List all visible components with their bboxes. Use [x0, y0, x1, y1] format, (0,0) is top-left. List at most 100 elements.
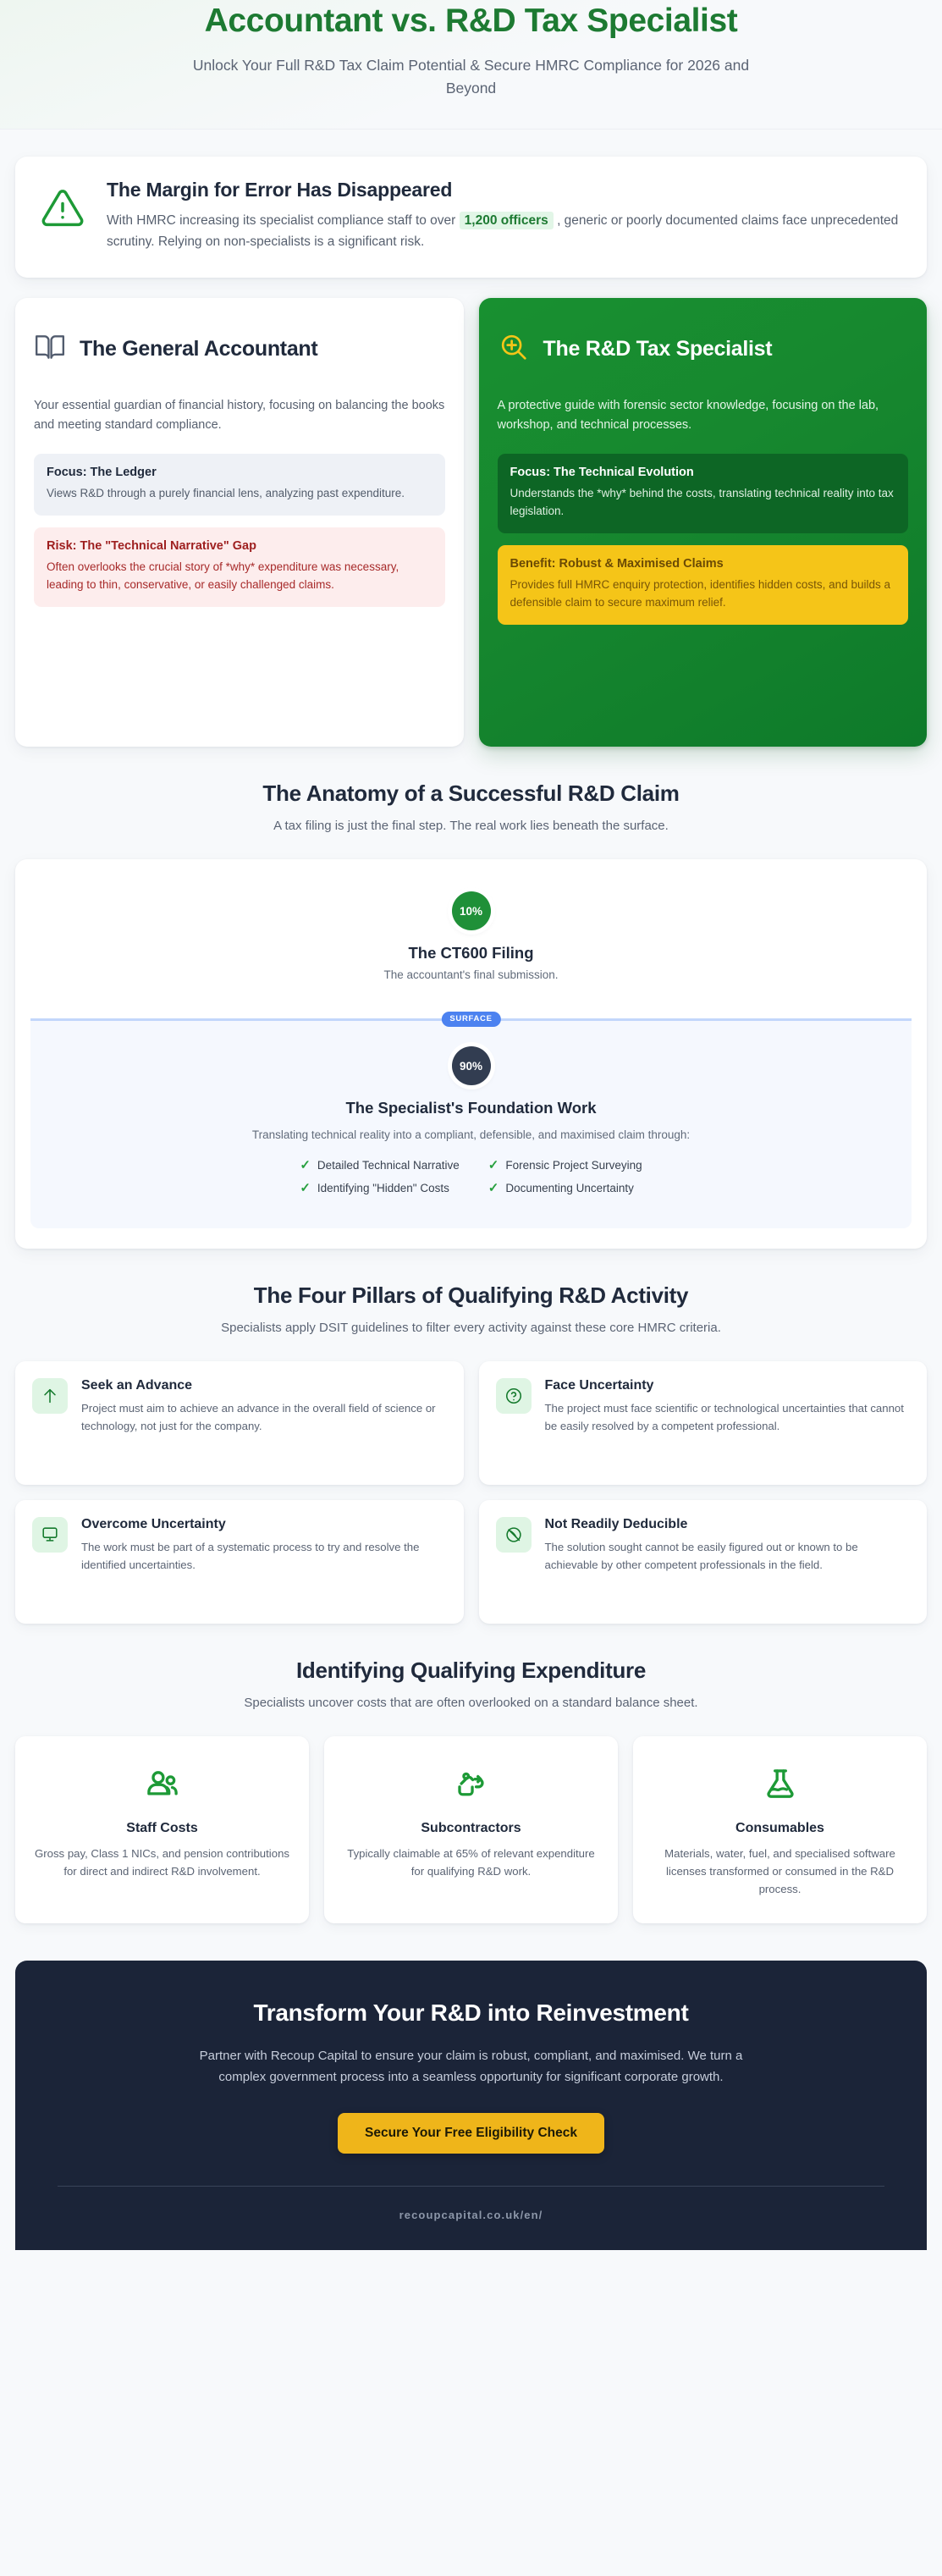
accountant-focus-title: Focus: The Ledger [47, 466, 157, 479]
question-circle-icon [495, 1378, 532, 1414]
pillar-title: Face Uncertainty [544, 1378, 654, 1393]
cta-text: Partner with Recoup Capital to ensure yo… [199, 2049, 743, 2084]
handshake-contract-icon [343, 1765, 599, 1804]
anatomy-section: The Anatomy of a Successful R&D Claim A … [0, 747, 942, 1249]
expenditure-card-title: Consumables [735, 1821, 824, 1835]
expenditure-section: Identifying Qualifying Expenditure Speci… [0, 1624, 942, 1923]
pillar-title: Overcome Uncertainty [81, 1517, 226, 1531]
anatomy-section-header: The Anatomy of a Successful R&D Claim A … [0, 747, 942, 841]
pillar-face-uncertainty: Face Uncertainty The project must face s… [478, 1361, 927, 1485]
accountant-risk-text: Often overlooks the crucial story of *wh… [47, 560, 399, 591]
pillar-text: Not Readily Deducible The solution sough… [545, 1517, 909, 1574]
pillar-text: Face Uncertainty The project must face s… [545, 1378, 909, 1435]
pillar-seek-an-advance: Seek an Advance Project must aim to achi… [15, 1361, 464, 1485]
expenditure-heading: Identifying Qualifying Expenditure [295, 1658, 647, 1683]
expenditure-card-consumables: Consumables Materials, water, fuel, and … [633, 1736, 927, 1923]
check-label: Identifying "Hidden" Costs [317, 1182, 449, 1194]
page-subtitle: Unlock Your Full R&D Tax Claim Potential… [192, 57, 750, 97]
alert-text: With HMRC increasing its specialist comp… [107, 210, 901, 252]
anatomy-above-surface: 10% The CT600 Filing The accountant's fi… [15, 859, 927, 996]
rd-tax-specialist-card: The R&D Tax Specialist A protective guid… [478, 298, 927, 747]
monitor-icon [32, 1517, 68, 1553]
alert-heading: The Margin for Error Has Disappeared [107, 179, 453, 201]
anatomy-top-subtitle: The accountant's final submission. [383, 968, 559, 981]
pillars-section-header: The Four Pillars of Qualifying R&D Activ… [0, 1249, 942, 1343]
accountant-card-title: The General Accountant [80, 336, 318, 361]
cta-section: Transform Your R&D into Reinvestment Par… [15, 1961, 927, 2250]
pillar-description: The solution sought cannot be easily fig… [544, 1541, 858, 1571]
pillar-not-readily-deducible: Not Readily Deducible The solution sough… [478, 1500, 927, 1624]
book-open-icon [34, 331, 66, 367]
specialist-focus-box: Focus: The Technical Evolution Understan… [497, 454, 908, 533]
general-accountant-card: The General Accountant Your essential gu… [15, 298, 464, 747]
comparison-section: The General Accountant Your essential gu… [15, 298, 927, 747]
accountant-focus-text: Views R&D through a purely financial len… [47, 487, 405, 499]
check-icon: ✓ [488, 1181, 499, 1195]
page-title: Accountant vs. R&D Tax Specialist [204, 3, 738, 39]
expenditure-card-title: Staff Costs [126, 1821, 198, 1835]
expenditure-grid: Staff Costs Gross pay, Class 1 NICs, and… [15, 1736, 927, 1923]
check-label: Forensic Project Surveying [505, 1159, 642, 1172]
specialist-card-header: The R&D Tax Specialist [498, 318, 909, 379]
expenditure-section-header: Identifying Qualifying Expenditure Speci… [0, 1624, 942, 1718]
pillar-title: Seek an Advance [81, 1378, 193, 1393]
alert-text-before: With HMRC increasing its specialist comp… [107, 213, 456, 228]
hero-section: Accountant vs. R&D Tax Specialist Unlock… [0, 0, 942, 130]
specialist-benefit-title: Benefit: Robust & Maximised Claims [510, 557, 724, 571]
alert-text-after: , generic or poorly documented claims fa… [107, 213, 899, 249]
specialist-benefit-text: Provides full HMRC enquiry protection, i… [510, 578, 890, 609]
pillar-text: Seek an Advance Project must aim to achi… [81, 1378, 445, 1435]
check-icon: ✓ [488, 1158, 499, 1172]
pillar-description: The work must be part of a systematic pr… [81, 1541, 420, 1571]
expenditure-card-description: Gross pay, Class 1 NICs, and pension con… [34, 1847, 289, 1878]
anatomy-card: 10% The CT600 Filing The accountant's fi… [15, 859, 927, 1249]
specialist-focus-title: Focus: The Technical Evolution [510, 466, 694, 479]
surface-badge: SURFACE [441, 1012, 501, 1027]
anatomy-check-list: ✓ Detailed Technical Narrative ✓ Forensi… [56, 1159, 886, 1194]
expenditure-card-staff-costs: Staff Costs Gross pay, Class 1 NICs, and… [15, 1736, 309, 1923]
anatomy-subheading: A tax filing is just the final step. The… [273, 819, 669, 833]
margin-for-error-card: The Margin for Error Has Disappeared Wit… [15, 157, 927, 278]
list-item: ✓ Detailed Technical Narrative [300, 1159, 459, 1172]
specialist-benefit-box: Benefit: Robust & Maximised Claims Provi… [497, 545, 908, 625]
site-url: recoupcapital.co.uk/en/ [399, 2209, 543, 2221]
check-label: Detailed Technical Narrative [317, 1159, 460, 1172]
specialist-card-title: The R&D Tax Specialist [543, 336, 773, 361]
landing-page: Accountant vs. R&D Tax Specialist Unlock… [0, 0, 942, 2250]
pillar-title: Not Readily Deducible [544, 1517, 688, 1531]
pillar-text: Overcome Uncertainty The work must be pa… [81, 1517, 445, 1574]
surface-divider: SURFACE [30, 1012, 912, 1027]
anatomy-below-surface: 90% The Specialist's Foundation Work Tra… [30, 1021, 912, 1228]
expenditure-card-description: Materials, water, fuel, and specialised … [664, 1847, 895, 1895]
anatomy-bottom-percent-badge: 90% [451, 1046, 491, 1085]
pillar-description: The project must face scientific or tech… [544, 1402, 904, 1432]
check-icon: ✓ [300, 1158, 311, 1172]
specialist-card-lead: A protective guide with forensic sector … [497, 399, 879, 432]
secure-eligibility-check-button[interactable]: Secure Your Free Eligibility Check [338, 2113, 604, 2154]
cta-heading: Transform Your R&D into Reinvestment [253, 2000, 689, 2026]
list-item: ✓ Documenting Uncertainty [488, 1182, 642, 1194]
list-item: ✓ Forensic Project Surveying [488, 1159, 642, 1172]
flask-icon [652, 1765, 908, 1804]
anatomy-bottom-subtitle: Translating technical reality into a com… [251, 1128, 691, 1141]
alert-highlight: 1,200 officers [459, 212, 554, 229]
accountant-card-header: The General Accountant [34, 318, 445, 379]
expenditure-card-description: Typically claimable at 65% of relevant e… [347, 1847, 595, 1878]
globe-slash-icon [495, 1517, 532, 1553]
pillars-grid: Seek an Advance Project must aim to achi… [15, 1361, 927, 1624]
cta-divider [58, 2186, 884, 2187]
pillars-subheading: Specialists apply DSIT guidelines to fil… [221, 1321, 721, 1335]
pillars-heading: The Four Pillars of Qualifying R&D Activ… [253, 1282, 689, 1308]
anatomy-top-title: The CT600 Filing [408, 944, 534, 962]
magnifier-plus-icon [498, 331, 530, 367]
check-icon: ✓ [300, 1181, 311, 1195]
accountant-risk-box: Risk: The "Technical Narrative" Gap Ofte… [34, 527, 445, 607]
specialist-focus-text: Understands the *why* behind the costs, … [510, 487, 894, 517]
anatomy-heading: The Anatomy of a Successful R&D Claim [262, 781, 680, 806]
alert-body: The Margin for Error Has Disappeared Wit… [107, 179, 901, 252]
arrow-up-icon [32, 1378, 68, 1414]
check-label: Documenting Uncertainty [505, 1182, 634, 1194]
users-group-icon [34, 1765, 290, 1804]
accountant-focus-box: Focus: The Ledger Views R&D through a pu… [34, 454, 445, 516]
warning-triangle-icon [41, 179, 85, 235]
